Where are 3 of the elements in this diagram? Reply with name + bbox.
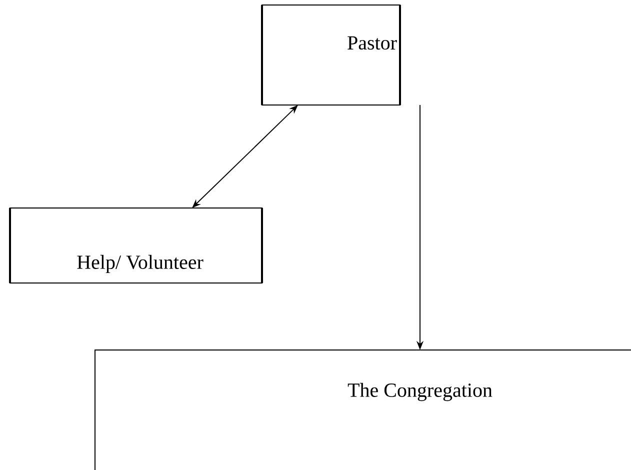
content-box: The Congregation [94, 350, 631, 470]
process-box: Help/ Volunteer [9, 208, 263, 284]
process-box: Pastor [261, 4, 401, 106]
